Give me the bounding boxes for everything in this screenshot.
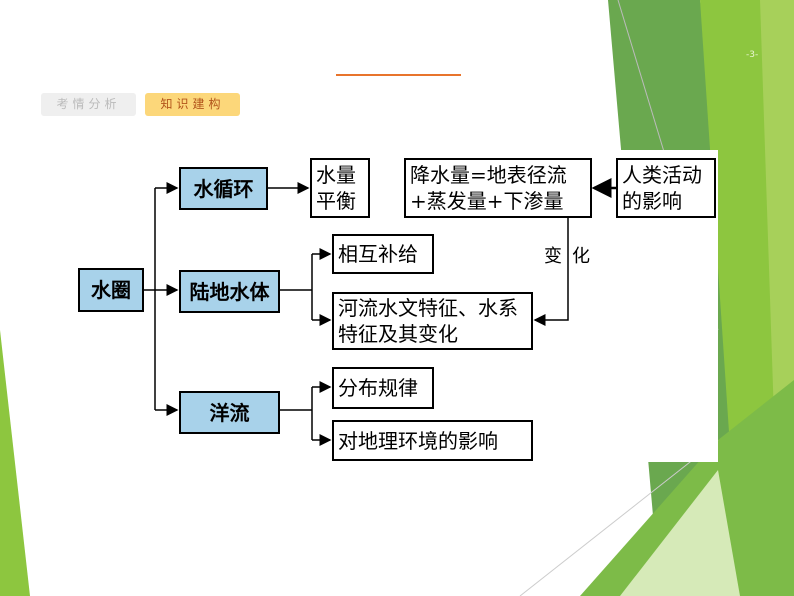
node-hydrosphere: 水圈 [78, 268, 144, 312]
node-ocean-current: 洋流 [179, 391, 280, 434]
node-mutual-supply: 相互补给 [332, 234, 434, 274]
node-river-features: 河流水文特征、水系特征及其变化 [332, 292, 533, 350]
node-water-cycle: 水循环 [179, 167, 268, 210]
equation-line-2: +蒸发量+下渗量 [410, 189, 564, 213]
node-equation: 降水量=地表径流+蒸发量+下渗量 [404, 158, 592, 218]
change-label: 变化 [544, 246, 600, 267]
title-underline [336, 74, 461, 76]
concept-diagram: 水圈 水循环 陆地水体 洋流 水量平衡 降水量=地表径流+蒸发量+下渗量 人类活… [60, 150, 718, 462]
node-distribution: 分布规律 [332, 367, 434, 409]
tab-exam-analysis[interactable]: 考情分析 [41, 93, 136, 116]
equation-line-1: 降水量=地表径流 [410, 163, 567, 187]
node-human-impact: 人类活动的影响 [616, 158, 716, 218]
node-water-balance: 水量平衡 [310, 158, 370, 218]
human-line-2: 的影响 [622, 189, 682, 213]
tab-knowledge-structure[interactable]: 知识建构 [145, 93, 240, 116]
page-number: -3- [746, 50, 759, 60]
connector-arrows [144, 178, 616, 446]
human-line-1: 人类活动 [622, 163, 702, 187]
node-land-water: 陆地水体 [179, 270, 280, 313]
node-geo-impact: 对地理环境的影响 [332, 420, 533, 461]
